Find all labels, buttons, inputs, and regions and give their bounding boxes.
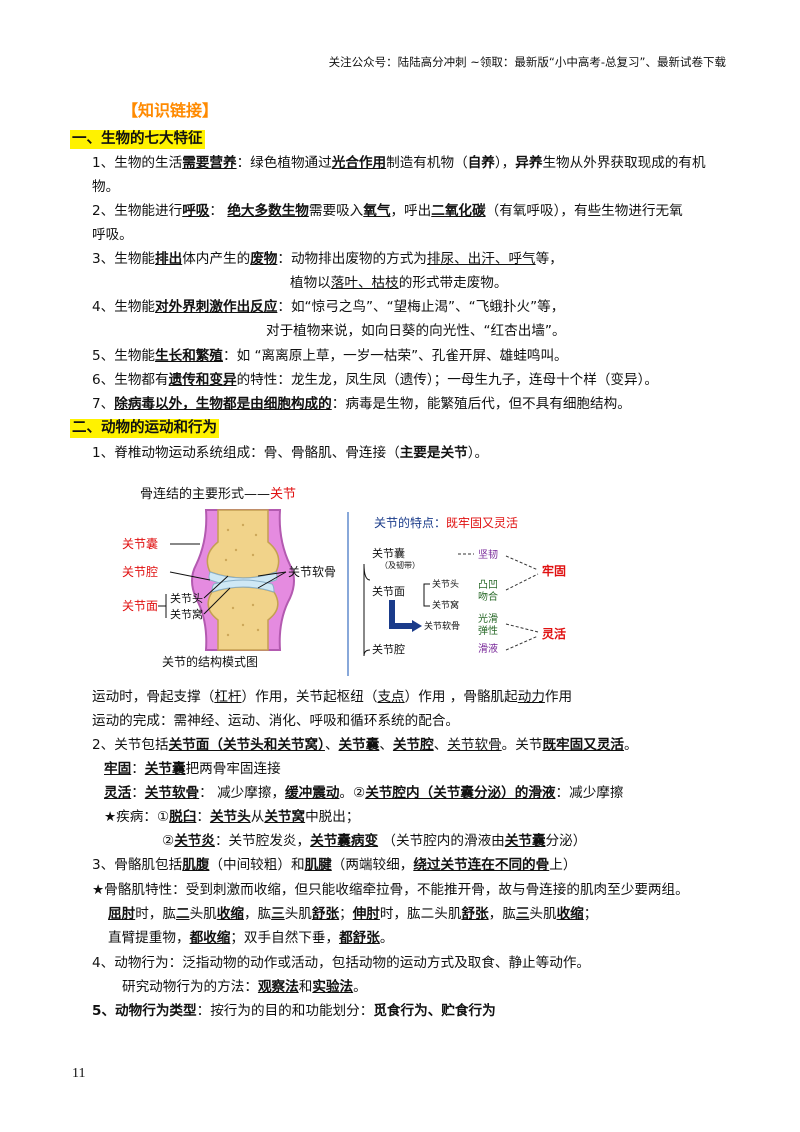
dashed-arrows [458,553,539,651]
s2-firm: 牢固：关节囊把两骨牢固连接 [104,761,281,777]
s2-disease-1: ★疾病：①脱臼：关节头从关节窝中脱出； [104,809,360,825]
right-figure-title: 关节的特点：既牢固又灵活 [374,515,518,530]
label-joint-surface: 关节面 [122,599,158,613]
s1-line-4: 4、生物能对外界刺激作出反应：如“惊弓之鸟”、“望梅止渴”、“飞蛾扑火”等， [92,299,565,315]
s2-disease-2: ②关节炎：关节腔发炎，关节囊病变 （关节腔内的滑液由关节囊分泌） [162,833,587,849]
result-flexible: 灵活 [542,626,566,641]
s2-line-2: 2、关节包括关节面（关节头和关节窝）、关节囊、关节腔、关节软骨。关节既牢固又灵活… [92,737,638,753]
tree-surface: 关节面 [372,584,405,598]
s2-arm-1: 屈肘时，肱二头肌收缩，肱三头肌舒张；伸肘时，肱二头肌舒张，肱三头肌收缩； [108,906,598,922]
upper-bone-shape [206,509,280,579]
tree-socket: 关节窝 [432,599,459,611]
label-joint-head: 关节头 [170,591,203,605]
s1-line-2: 2、生物能进行呼吸： 绝大多数生物需要吸入氧气，呼出二氧化碳（有氧呼吸），有些生… [92,203,683,219]
prop-tough: 坚韧 [478,549,498,561]
tree-ligament: （及韧带） [380,560,420,570]
s2-line-3: 3、骨骼肌包括肌腹（中间较粗）和肌腱（两端较细，绕过关节连在不同的骨上） [92,857,577,873]
tree-capsule: 关节囊 [372,546,405,560]
s1-line-2b: 呼吸。 [92,227,133,243]
section-1-title: 一、生物的七大特征 [70,130,205,149]
s1-line-1b: 物。 [92,179,120,195]
s1-line-3: 3、生物能排出体内产生的废物：动物排出废物的方式为排尿、出汗、呼气等， [92,251,563,267]
bone-texture [224,523,260,637]
prop-fluid: 滑液 [478,642,498,655]
page-number: 11 [72,1066,86,1081]
s2-arm-2: 直臂提重物，都收缩；双手自然下垂，都舒张。 [108,930,394,946]
s2-star: ★骨骼肌特性：受到刺激而收缩，但只能收缩牵拉骨，不能推开骨，故与骨连接的肌肉至少… [92,882,689,898]
s2-flex: 灵活：关节软骨： 减少摩擦，缓冲震动。②关节腔内（关节囊分泌）的滑液：减少摩擦 [104,785,624,801]
joint-structure-figure: 骨连结的主要形式——关节 关节囊 关节腔 关节面 [108,480,608,680]
s1-line-4b: 对于植物来说，如向日葵的向光性、“红杏出墙”。 [266,323,566,339]
joint-diagram: 骨连结的主要形式——关节 关节囊 关节腔 关节面 [122,486,566,676]
s1-line-5: 5、生物能生长和繁殖：如 “离离原上草，一岁一枯荣”、孔雀开屏、雄蛙鸣叫。 [92,348,568,364]
s2-motion-1: 运动时，骨起支撑（杠杆）作用，关节起枢纽（支点）作用 ，骨骼肌起动力作用 [92,689,573,705]
left-figure-caption: 关节的结构模式图 [162,654,258,669]
prop-smooth: 光滑 [478,612,498,625]
lower-bone-shape [207,586,279,651]
prop-fit: 吻合 [478,590,498,603]
s2-motion-2: 运动的完成：需神经、运动、消化、呼吸和循环系统的配合。 [92,713,460,729]
tree-cartilage: 关节软骨 [424,620,460,632]
s2-line-4b: 研究动物行为的方法：观察法和实验法。 [122,979,367,995]
blue-arrow [389,600,414,629]
s2-line-1: 1、脊椎动物运动系统组成：骨、骨骼肌、骨连接（主要是关节）。 [92,445,489,461]
s2-line-4: 4、动物行为：泛指动物的动作或活动，包括动物的运动方式及取食、静止等动作。 [92,955,591,971]
result-firm: 牢固 [542,563,566,578]
s2-line-5: 5、动物行为类型：按行为的目的和功能划分：觅食行为、贮食行为 [92,1003,496,1019]
s1-line-6: 6、生物都有遗传和变异的特性：龙生龙，凤生凤（遗传）；一母生九子，连母十个样（变… [92,372,658,388]
prop-elastic: 弹性 [478,624,498,637]
cartilage-lower [211,579,275,593]
tree-head: 关节头 [432,578,459,590]
label-joint-capsule: 关节囊 [122,536,158,551]
left-figure-title: 骨连结的主要形式——关节 [140,486,296,502]
label-joint-cavity: 关节腔 [122,564,158,579]
section-2-title: 二、动物的运动和行为 [70,419,219,438]
label-cartilage: 关节软骨 [288,565,336,579]
s1-line-1: 1、生物的生活需要营养：绿色植物通过光合作用制造有机物（自养），异养生物从外界获… [92,155,706,171]
tree-cavity: 关节腔 [372,642,405,656]
s1-line-3b: 植物以落叶、枯枝的形式带走废物。 [290,275,508,291]
page-header: 关注公众号：陆陆高分冲刺 ~领取：最新版“小中高考-总复习”、最新试卷下载 [328,55,726,69]
knowledge-link-heading: 【知识链接】 [122,101,219,120]
s1-line-7: 7、除病毒以外，生物都是由细胞构成的：病毒是生物，能繁殖后代，但不具有细胞结构。 [92,396,631,412]
label-joint-socket: 关节窝 [170,607,203,621]
prop-convex: 凸凹 [478,579,498,591]
